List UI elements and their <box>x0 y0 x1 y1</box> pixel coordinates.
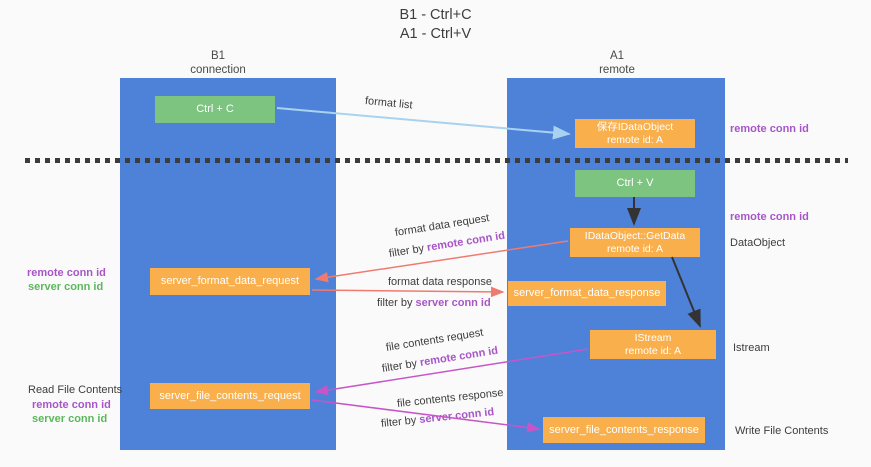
label-server-conn-id-left1: server conn id <box>28 281 104 293</box>
node-server-format-data-request: server_format_data_request <box>150 268 310 295</box>
filter-prefix-1: filter by <box>388 242 428 260</box>
filter-prefix-4: filter by <box>380 414 420 430</box>
node-save-idataobject-line1: 保存IDataObject <box>596 120 674 133</box>
label-read-file-contents: Read File Contents <box>28 384 123 396</box>
arrow-format-data-response <box>311 286 505 298</box>
node-server-file-contents-response: server_file_contents_response <box>543 417 705 443</box>
node-server-format-data-response: server_format_data_response <box>508 281 666 306</box>
node-ctrl-v: Ctrl + V <box>575 170 695 197</box>
node-idataobject-getdata: IDataObject::GetData remote id: A <box>570 228 700 257</box>
title-line-b1: B1 - Ctrl+C <box>399 7 472 23</box>
label-remote-conn-id-left2: remote conn id <box>32 399 111 411</box>
filter-prefix-2: filter by <box>377 297 416 309</box>
right-column-header: A1 remote <box>557 50 677 77</box>
arrow-label-filter-server-1: filter by server conn id <box>377 297 491 309</box>
label-istream: Istream <box>733 342 770 354</box>
arrow-label-format-data-response: format data response <box>388 276 492 288</box>
label-write-file-contents: Write File Contents <box>735 425 829 437</box>
right-column-role: remote <box>599 63 635 76</box>
node-ctrl-c: Ctrl + C <box>155 96 275 123</box>
node-getdata-line2: remote id: A <box>606 242 663 255</box>
arrow-label-format-list: format list <box>364 95 414 112</box>
filter-highlight-1: remote conn id <box>426 229 506 254</box>
label-remote-conn-id-right: remote conn id <box>730 211 809 223</box>
left-column-role: connection <box>190 63 246 76</box>
node-istream-line2: remote id: A <box>624 344 682 357</box>
label-remote-conn-id-top-right: remote conn id <box>730 123 809 135</box>
title-line-a1: A1 - Ctrl+V <box>399 26 472 42</box>
node-save-idataobject: 保存IDataObject remote id: A <box>575 119 695 148</box>
filter-highlight-4: server conn id <box>418 406 495 426</box>
label-dataobject: DataObject <box>730 237 786 249</box>
node-save-idataobject-line2: remote id: A <box>606 133 663 146</box>
filter-highlight-3: remote conn id <box>419 344 499 369</box>
diagram-title: B1 - Ctrl+C A1 - Ctrl+V <box>0 6 871 44</box>
left-column-name: B1 <box>210 50 226 62</box>
left-column-header: B1 connection <box>158 50 278 77</box>
label-remote-conn-id-left1: remote conn id <box>27 267 106 279</box>
dashed-separator-line <box>25 158 848 163</box>
filter-highlight-2: server conn id <box>415 297 491 309</box>
filter-prefix-3: filter by <box>381 357 421 375</box>
right-column-name: A1 <box>609 50 625 62</box>
node-istream: IStream remote id: A <box>590 330 716 359</box>
label-server-conn-id-left2: server conn id <box>32 413 108 425</box>
node-server-file-contents-request: server_file_contents_request <box>150 383 310 409</box>
node-getdata-line1: IDataObject::GetData <box>584 229 686 242</box>
node-istream-line1: IStream <box>634 331 672 344</box>
